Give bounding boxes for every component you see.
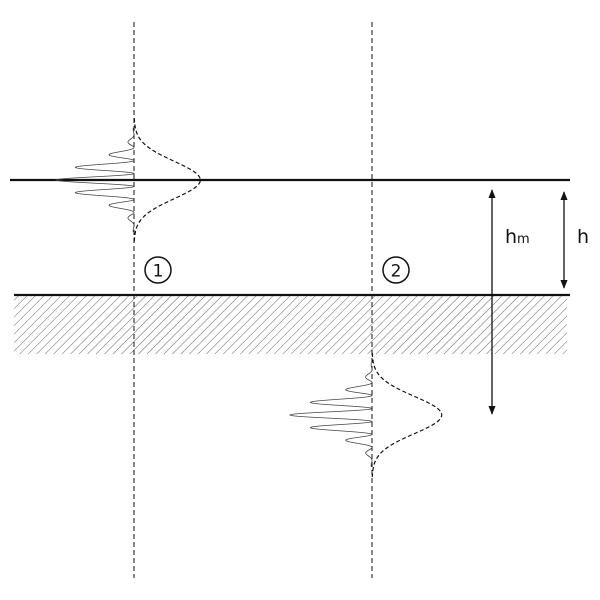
marker-1: 1 xyxy=(144,256,172,284)
wave-packet-1-envelope xyxy=(133,117,201,243)
marker-2-label: 2 xyxy=(391,262,402,282)
hm-label-main: h xyxy=(505,226,517,248)
marker-2: 2 xyxy=(382,256,410,284)
marker-1-circle xyxy=(144,256,172,284)
wave-packet-2 xyxy=(288,352,443,478)
wave-packet-1-oscillation xyxy=(54,127,135,233)
wave-packet-1 xyxy=(54,117,201,243)
marker-1-label: 1 xyxy=(153,262,164,282)
hm-label: hm xyxy=(505,226,530,248)
hatched-substrate xyxy=(14,296,567,354)
marker-2-circle xyxy=(382,256,410,284)
wave-packet-2-oscillation xyxy=(288,362,373,468)
wave-packet-2-envelope xyxy=(371,352,443,478)
h-label: h xyxy=(577,226,589,248)
hm-label-subscript: m xyxy=(517,232,530,247)
